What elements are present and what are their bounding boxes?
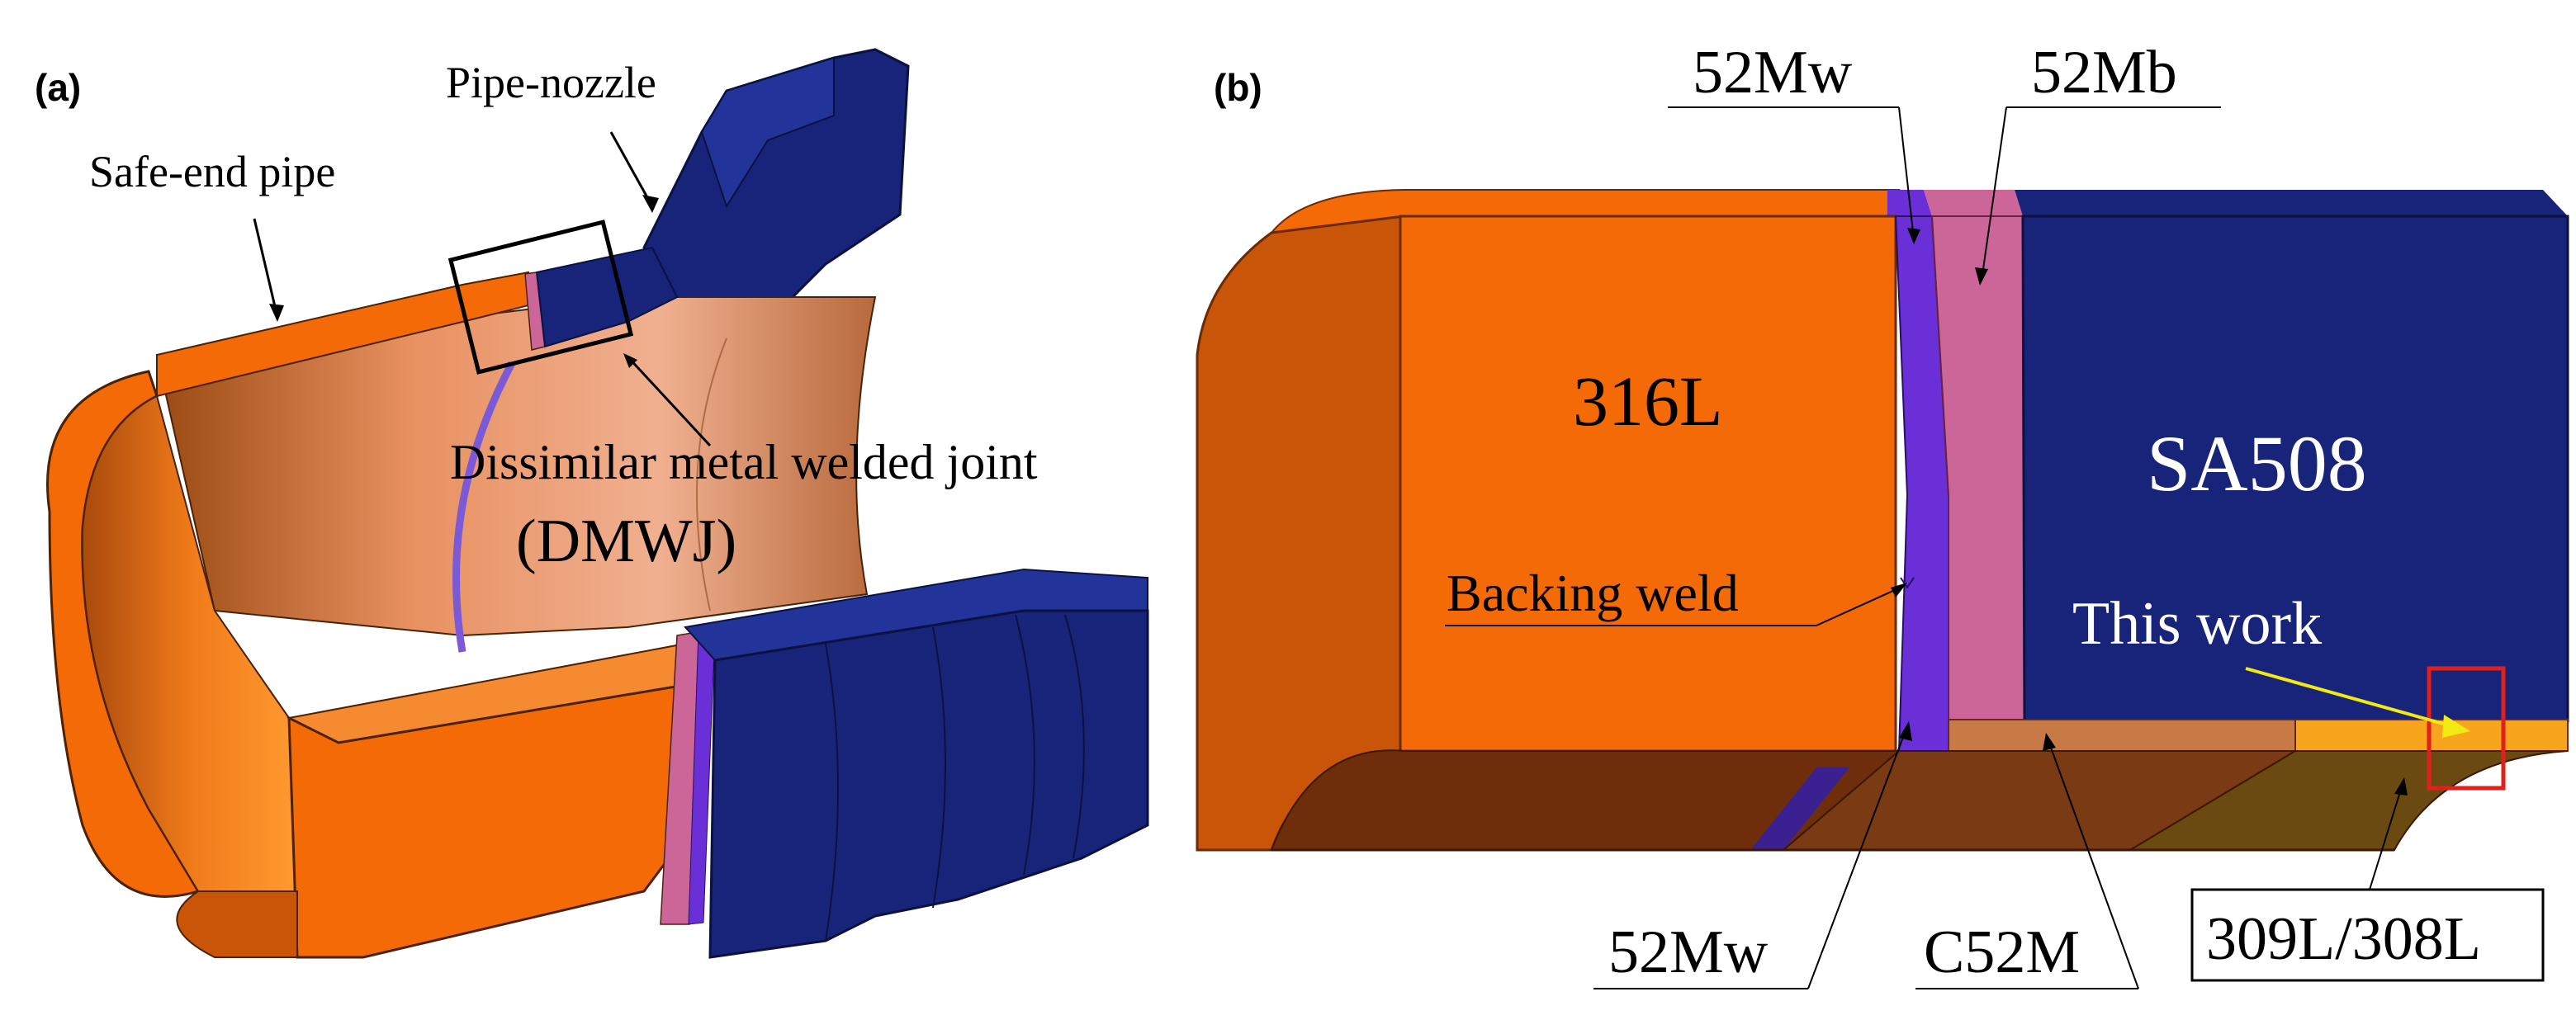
backing-weld-notch xyxy=(1900,577,1915,589)
safe-end-pipe-leader xyxy=(253,218,278,314)
c52m-label: C52M xyxy=(1924,918,2080,986)
lower-nozzle-groove-3 xyxy=(1015,614,1035,876)
52mw-top-arrowhead xyxy=(1907,228,1920,244)
panel-b-label: (b) xyxy=(1214,66,1262,109)
dmwj-arrowhead xyxy=(623,353,637,368)
lower-nozzle-groove-2 xyxy=(932,626,946,909)
pipe-nozzle-arrowhead xyxy=(642,195,659,213)
region-316l xyxy=(1399,215,1897,753)
inner-weld-ring-2 xyxy=(696,338,727,612)
dmwj-label-line2: (DMWJ) xyxy=(516,508,736,575)
this-work-arrow xyxy=(2245,667,2453,728)
sa508-label: SA508 xyxy=(2147,419,2367,508)
backing-weld-arrowhead xyxy=(1891,583,1907,597)
pipe-interior-left xyxy=(81,394,299,892)
panel-a-label: (a) xyxy=(35,66,81,109)
bore-surface-316l xyxy=(1270,749,1901,851)
panel-a: (a) Pipe-nozzle Safe-end pipe Dissimilar… xyxy=(0,0,1156,1020)
pipe-nozzle-label: Pipe-nozzle xyxy=(446,58,656,107)
cladding-leader xyxy=(2369,783,2403,890)
bore-surface-right xyxy=(2127,750,2569,851)
backing-weld-label: Backing weld xyxy=(1447,564,1739,622)
region-c52m xyxy=(1948,719,2296,752)
52mb-leader xyxy=(1981,106,2007,281)
inner-bore xyxy=(155,296,877,637)
52mw-bottom-arrowhead xyxy=(1899,721,1912,741)
316l-label: 316L xyxy=(1573,361,1723,441)
weld-cross-section: (b) 52Mw 52Mb 316L SA508 Backing weld Th… xyxy=(1196,39,2569,989)
backing-weld-leader xyxy=(1816,585,1905,626)
52mw-top-leader xyxy=(1898,106,1915,240)
cladding-arrowhead xyxy=(2394,777,2408,796)
this-work-highlight-box xyxy=(2427,666,2506,791)
safe-end-pipe-arrowhead xyxy=(269,304,284,322)
lower-inner-floor xyxy=(176,890,298,958)
lower-nozzle-body xyxy=(708,609,1149,959)
upper-wall-blue xyxy=(535,246,679,348)
c52m-arrowhead xyxy=(2043,733,2056,751)
lower-nozzle-groove-1 xyxy=(825,643,839,942)
52mw-top-label: 52Mw xyxy=(1693,39,1853,106)
dmwj-label-line1: Dissimilar metal welded joint xyxy=(450,435,1038,489)
pipe-nozzle-leader xyxy=(609,131,654,207)
top-face-316l xyxy=(1269,189,1901,234)
inner-weld-ring xyxy=(452,361,515,653)
52mw-bottom-label: 52Mw xyxy=(1608,918,1769,986)
lower-nozzle-groove-4 xyxy=(1064,614,1085,859)
cladding-label: 309L/308L xyxy=(2206,905,2481,973)
52mb-label: 52Mb xyxy=(2031,39,2177,106)
safe-end-pipe-label: Safe-end pipe xyxy=(89,147,335,196)
cladding-label-box xyxy=(2190,888,2545,982)
this-work-label: This work xyxy=(2072,590,2322,658)
dmwj-highlight-box xyxy=(447,220,634,375)
this-work-arrowhead xyxy=(2442,715,2470,738)
bore-surface-52mw xyxy=(1750,767,1849,850)
panel-b: (b) 52Mw 52Mb 316L SA508 Backing weld Th… xyxy=(1156,0,2576,1020)
top-face-sa508 xyxy=(2015,190,2568,216)
nozzle-top-flange-shade xyxy=(700,56,835,209)
52mb-arrowhead xyxy=(1975,267,1988,286)
c52m-leader xyxy=(2047,738,2139,989)
dmwj-leader xyxy=(626,355,712,447)
region-cladding xyxy=(2294,719,2569,752)
52mw-bottom-leader xyxy=(1807,725,1908,989)
dmwj-pipe-illustration: (a) Pipe-nozzle Safe-end pipe Dissimilar… xyxy=(35,48,1149,959)
top-face-52mb xyxy=(1924,190,2023,216)
lower-pipe-outer-orange xyxy=(287,683,687,959)
